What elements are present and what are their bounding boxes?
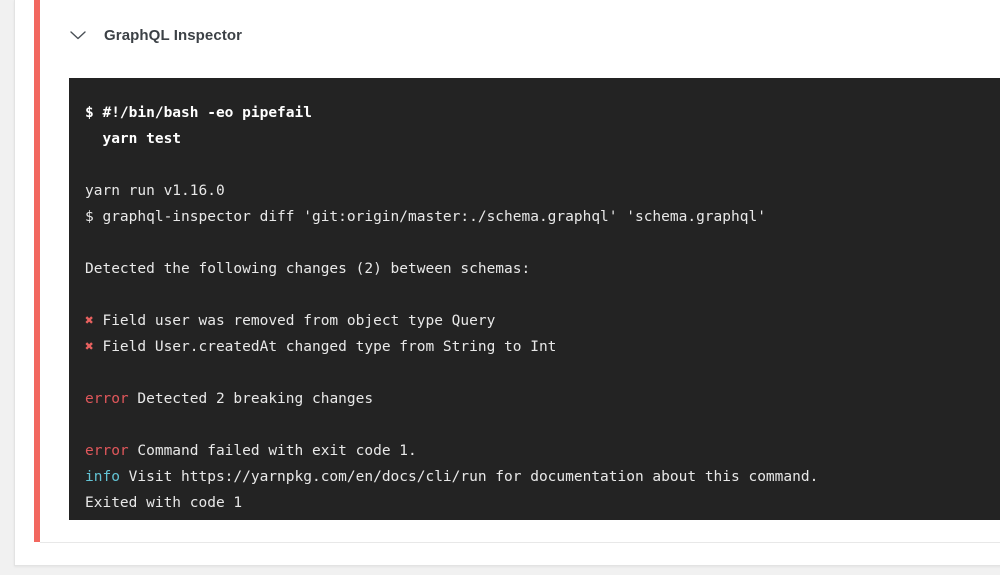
info-label: info xyxy=(85,469,120,485)
error-label: error xyxy=(85,391,129,407)
check-header[interactable]: GraphQL Inspector xyxy=(40,0,1000,70)
card-divider xyxy=(40,542,1000,543)
log-line-plain: yarn run v1.16.0 xyxy=(85,183,225,199)
card-footer xyxy=(40,543,1000,565)
check-status-rail xyxy=(34,0,40,542)
log-line-info: info Visit https://yarnpkg.com/en/docs/c… xyxy=(85,464,1000,490)
log-line-text: Visit https://yarnpkg.com/en/docs/cli/ru… xyxy=(119,469,819,485)
log-line-blank xyxy=(85,282,1000,308)
build-log-body: $ #!/bin/bash -eo pipefail yarn test yar… xyxy=(69,100,1000,516)
log-line-text: Command failed with exit code 1. xyxy=(128,443,417,459)
log-line-text: Field user was removed from object type … xyxy=(93,313,496,329)
log-line-plain: Detected the following changes (2) betwe… xyxy=(85,261,531,277)
log-line-blank xyxy=(85,360,1000,386)
failure-cross-icon: ✖ xyxy=(85,339,94,355)
log-line-plain: $ graphql-inspector diff 'git:origin/mas… xyxy=(85,209,766,225)
log-line-blank xyxy=(85,230,1000,256)
log-line-failure: ✖ Field user was removed from object typ… xyxy=(85,308,1000,334)
error-label: error xyxy=(85,443,129,459)
chevron-down-icon[interactable] xyxy=(67,24,89,46)
log-line-text: Field User.createdAt changed type from S… xyxy=(93,339,557,355)
log-line-failure: ✖ Field User.createdAt changed type from… xyxy=(85,334,1000,360)
log-line-text: Detected 2 breaking changes xyxy=(128,391,374,407)
log-line-error: error Detected 2 breaking changes xyxy=(85,386,1000,412)
log-line-blank xyxy=(85,152,1000,178)
build-log-terminal[interactable]: $ #!/bin/bash -eo pipefail yarn test yar… xyxy=(69,78,1000,520)
log-line-command: yarn test xyxy=(85,131,182,147)
log-line-plain: Exited with code 1 xyxy=(85,495,243,511)
failure-cross-icon: ✖ xyxy=(85,313,94,329)
check-title: GraphQL Inspector xyxy=(104,26,243,44)
check-result-card: GraphQL Inspector $ #!/bin/bash -eo pipe… xyxy=(14,0,1000,566)
log-line-command: $ #!/bin/bash -eo pipefail xyxy=(85,105,312,121)
log-line-blank xyxy=(85,412,1000,438)
log-line-error: error Command failed with exit code 1. xyxy=(85,438,1000,464)
